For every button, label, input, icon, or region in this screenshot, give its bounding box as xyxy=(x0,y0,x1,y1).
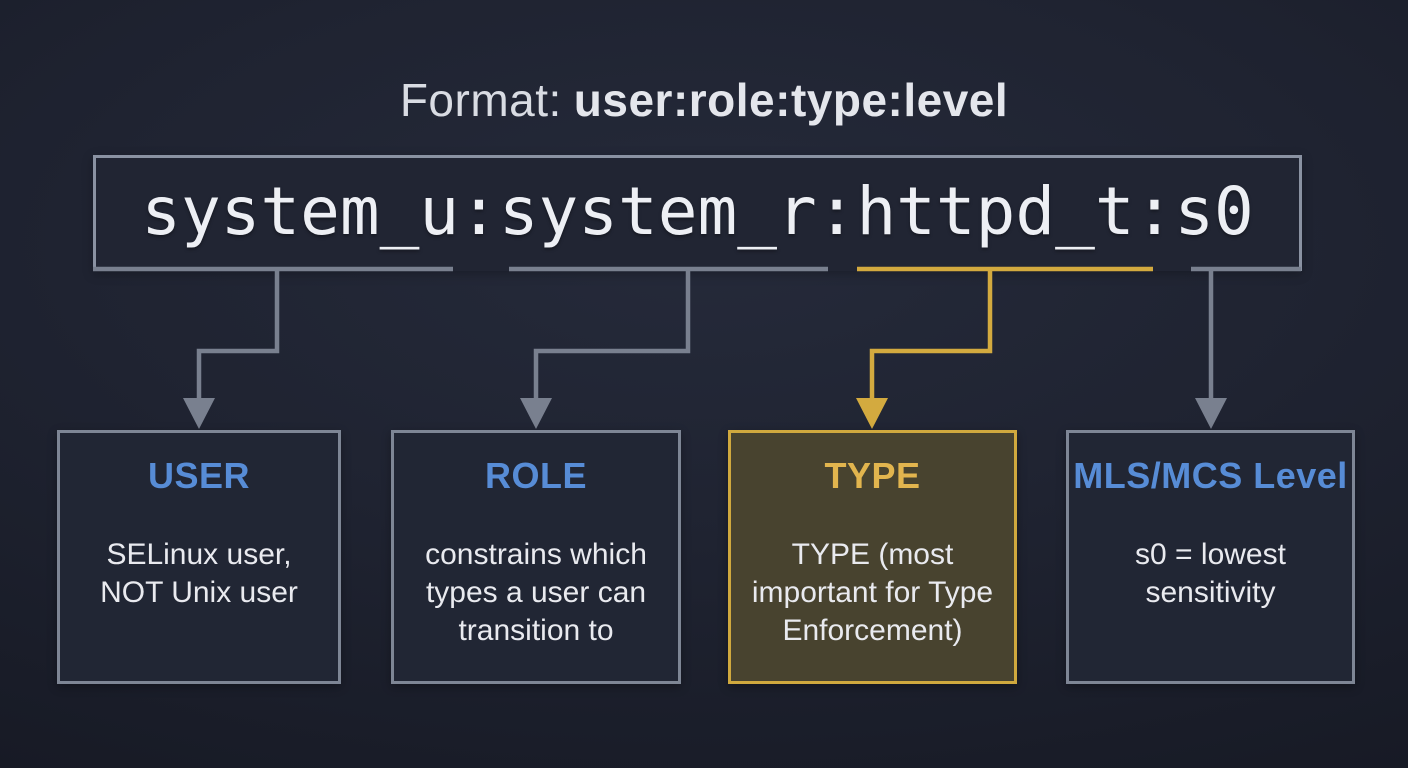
segment-description-type: TYPE (most important for Type Enforcemen… xyxy=(751,538,994,647)
user-connector xyxy=(196,269,280,402)
type-connector xyxy=(869,269,993,402)
segment-box-type: TYPE TYPE (most important for Type Enfor… xyxy=(728,430,1017,684)
segment-description-user: SELinux user, NOT Unix user xyxy=(100,538,298,609)
context-string-box: system_u:system_r:httpd_t:s0 xyxy=(93,155,1302,271)
context-string: system_u:system_r:httpd_t:s0 xyxy=(141,173,1254,250)
title-format-value: user:role:type:level xyxy=(573,74,1009,126)
segment-heading-user: USER xyxy=(147,455,251,496)
type-arrow-icon xyxy=(856,398,888,429)
segment-heading-role: ROLE xyxy=(484,455,587,496)
user-arrow-icon xyxy=(183,398,215,429)
level-arrow-icon xyxy=(1195,398,1227,429)
segment-box-user: USER SELinux user, NOT Unix user xyxy=(57,430,341,684)
segment-box-level: MLS/MCS Level s0 = lowest sensitivity xyxy=(1066,430,1355,684)
segment-heading-type: TYPE xyxy=(824,455,921,496)
title-label: Format: xyxy=(399,74,562,126)
segment-description-level: s0 = lowest sensitivity xyxy=(1135,538,1286,609)
segment-box-role: ROLE constrains which types a user can t… xyxy=(391,430,681,684)
page-title: Format:user:role:type:level xyxy=(0,72,1408,128)
segment-heading-level: MLS/MCS Level xyxy=(1073,455,1348,496)
role-connector xyxy=(533,269,691,402)
segment-description-role: constrains which types a user can transi… xyxy=(425,538,647,647)
role-arrow-icon xyxy=(520,398,552,429)
